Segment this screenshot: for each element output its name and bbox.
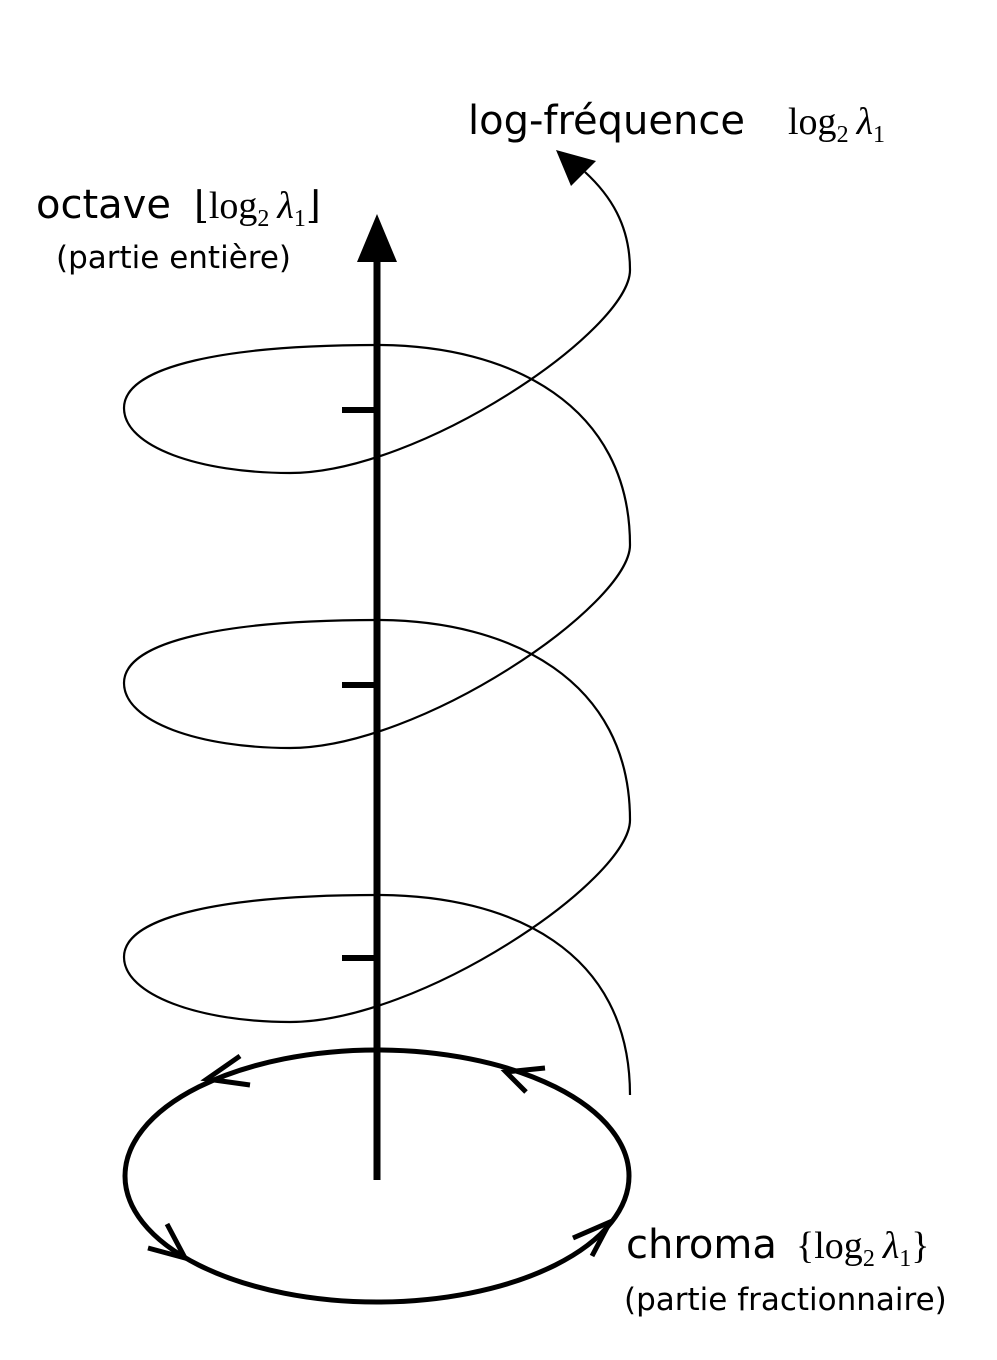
svg-text:chroma: chroma xyxy=(626,1222,777,1268)
svg-text:log-fréquence: log-fréquence xyxy=(468,98,745,144)
svg-text:(partie entière): (partie entière) xyxy=(56,240,291,276)
log-frequency-helix xyxy=(122,171,632,1096)
chroma-arrow-top-left xyxy=(200,1053,251,1088)
svg-text:(partie fractionnaire): (partie fractionnaire) xyxy=(624,1282,947,1318)
log-frequency-arrowhead xyxy=(556,150,596,186)
chroma-arrow-bottom-left xyxy=(147,1222,190,1262)
chroma-circle xyxy=(122,1047,632,1305)
svg-text:octave: octave xyxy=(36,182,171,228)
octave-word: octave xyxy=(36,182,171,228)
chroma-arrow-top-right xyxy=(500,1065,546,1094)
log-frequency-word: log-fréquence xyxy=(468,98,745,144)
octave-axis-arrowhead xyxy=(357,214,397,262)
chroma-note: (partie fractionnaire) xyxy=(624,1282,947,1318)
chroma-arrow-bottom-right xyxy=(572,1216,616,1258)
octave-note: (partie entière) xyxy=(56,240,291,276)
chroma-word: chroma xyxy=(626,1222,777,1268)
